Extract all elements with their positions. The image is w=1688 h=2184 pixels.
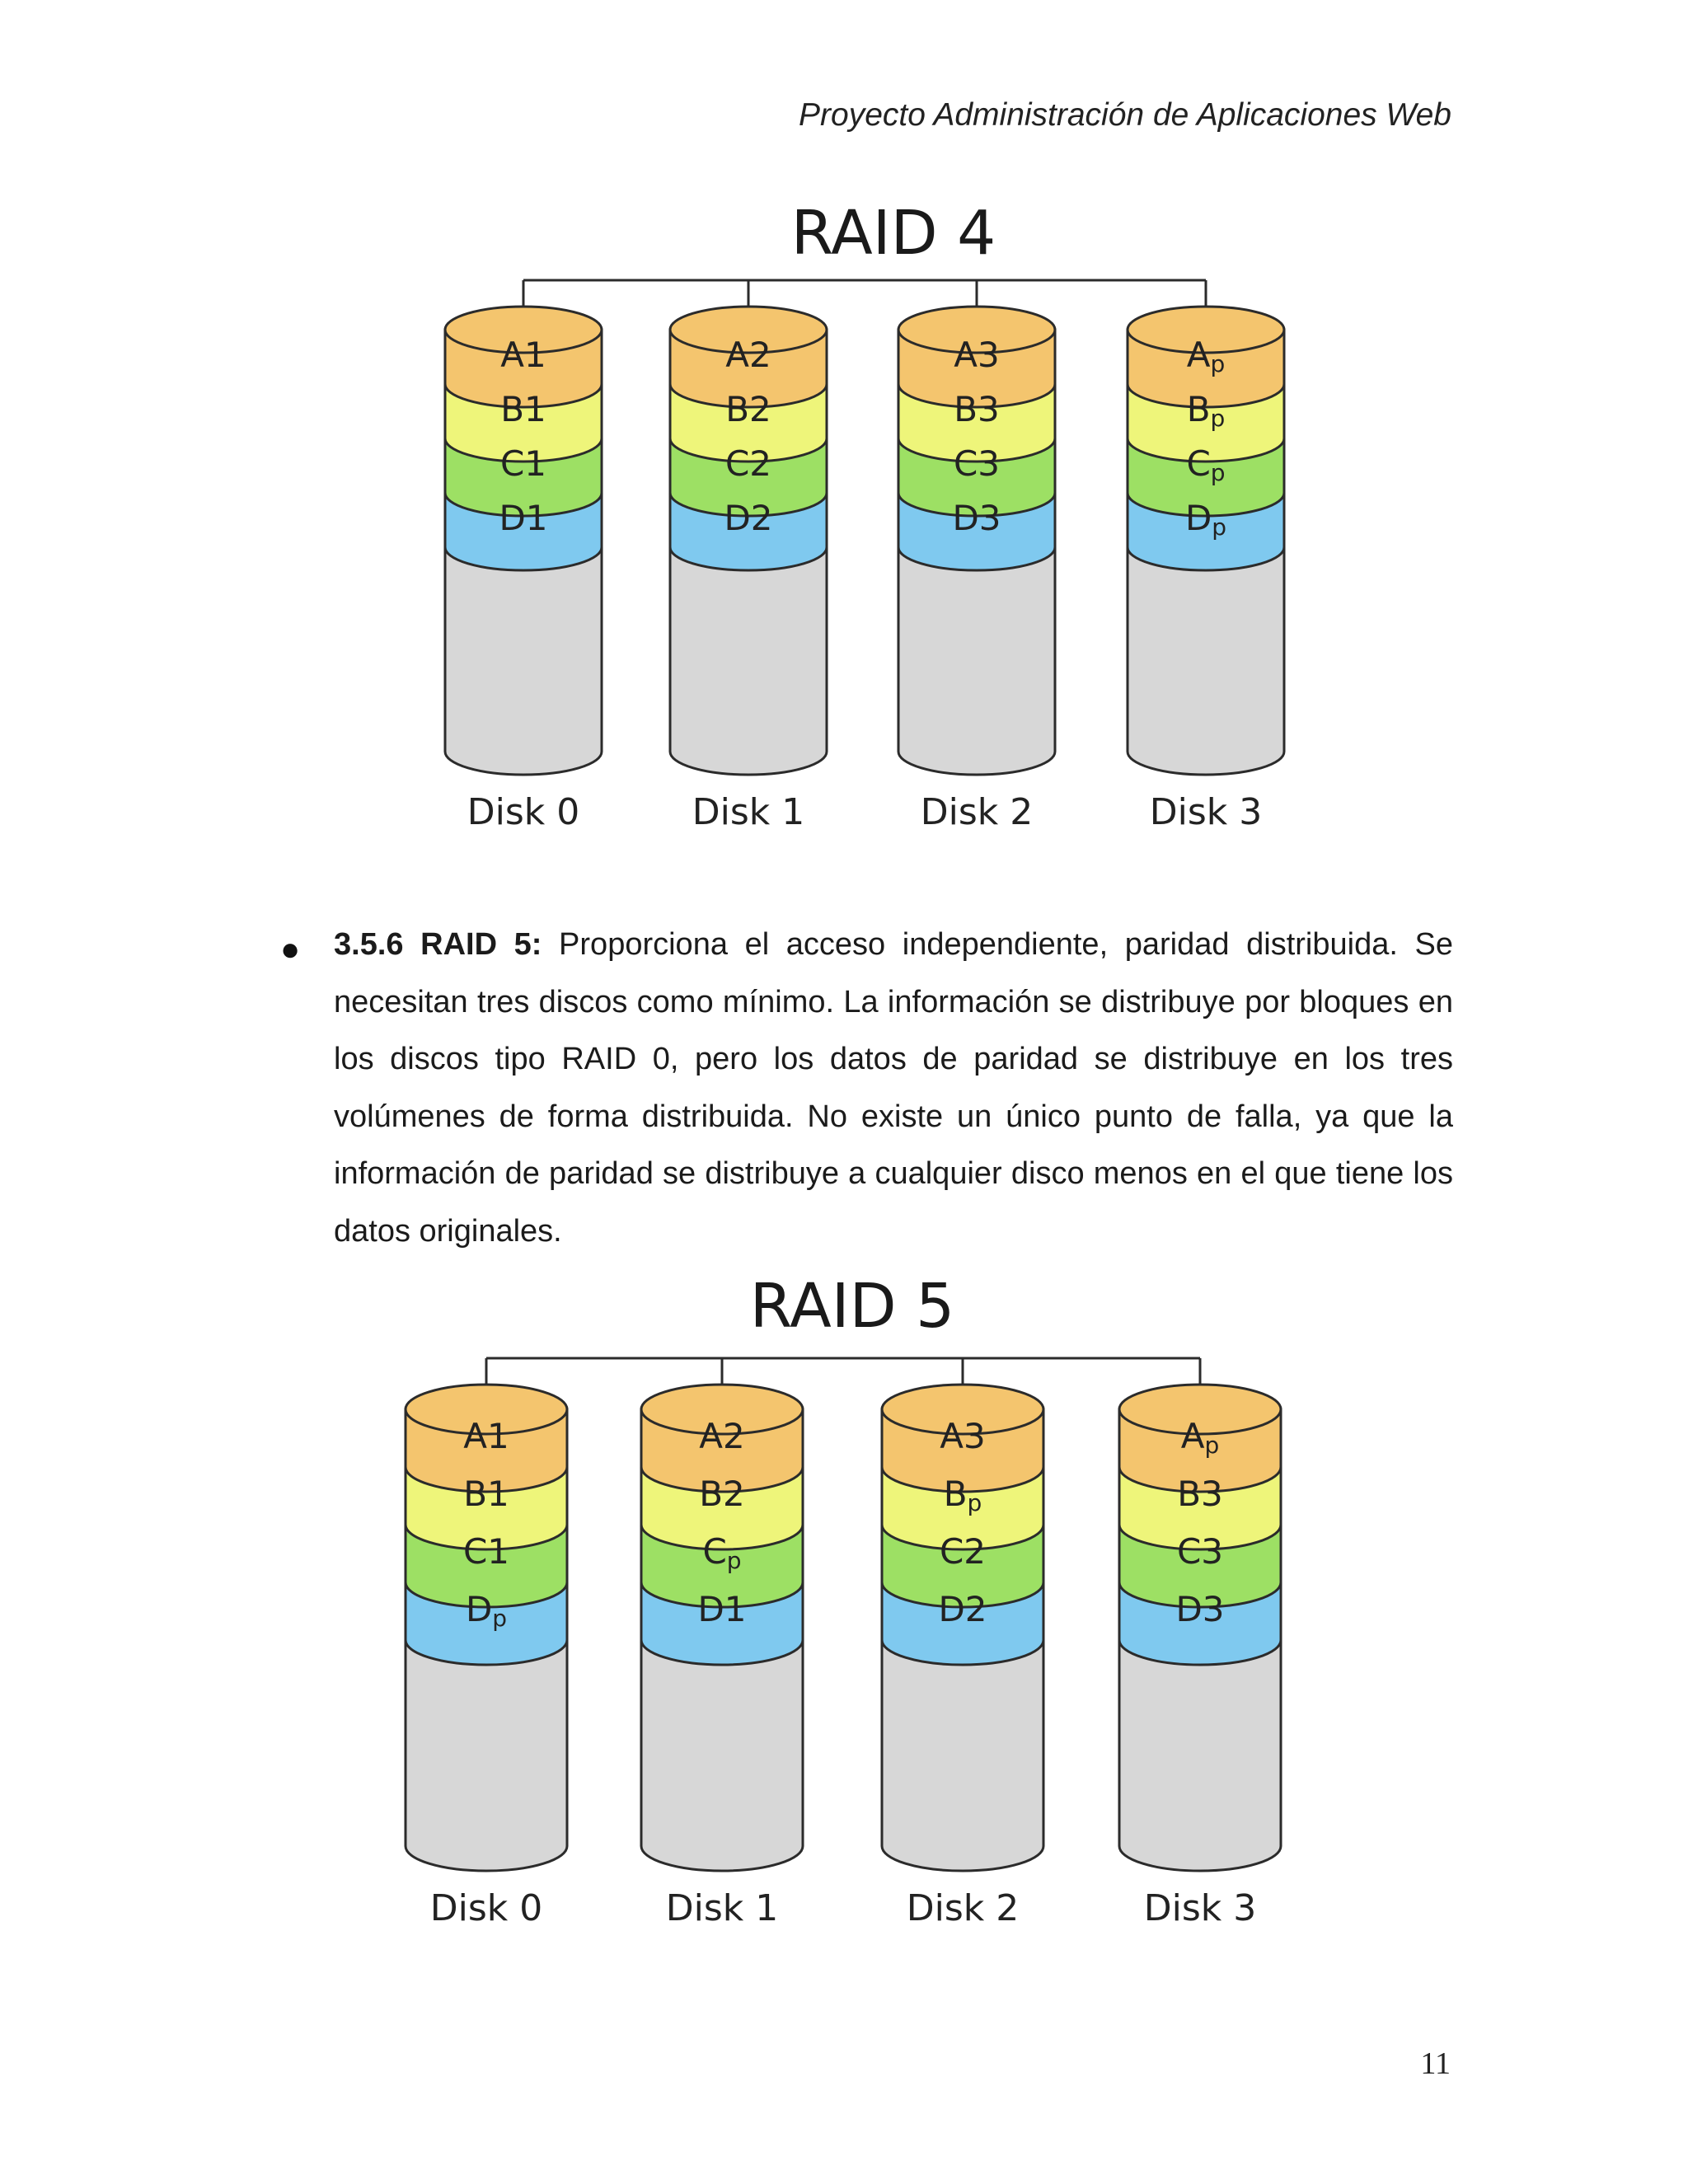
block-label: C2 bbox=[725, 443, 771, 484]
raid5-paragraph: 3.5.6 RAID 5: Proporciona el acceso inde… bbox=[334, 916, 1453, 1260]
block-label: C3 bbox=[1177, 1531, 1223, 1572]
disk-label: Disk 1 bbox=[666, 1887, 779, 1929]
disk-label: Disk 0 bbox=[430, 1887, 543, 1929]
block-label: C1 bbox=[463, 1531, 509, 1572]
block-label: D1 bbox=[697, 1589, 746, 1629]
block-label: B2 bbox=[699, 1474, 745, 1514]
raid5-title: RAID 5 bbox=[8, 1271, 1688, 1342]
block-label: B3 bbox=[1177, 1474, 1223, 1514]
block-label: A3 bbox=[954, 335, 999, 375]
block-label: D2 bbox=[938, 1589, 987, 1629]
paragraph-heading: 3.5.6 RAID 5: bbox=[334, 927, 542, 962]
page-number: 11 bbox=[1420, 2046, 1451, 2082]
page-header: Proyecto Administración de Aplicaciones … bbox=[799, 97, 1451, 134]
block-label: A2 bbox=[725, 335, 771, 375]
block-label: B1 bbox=[463, 1474, 509, 1514]
block-label: A1 bbox=[500, 335, 546, 375]
disk-label: Disk 3 bbox=[1144, 1887, 1257, 1929]
block-label: B3 bbox=[954, 389, 1000, 429]
disk-label: Disk 0 bbox=[467, 791, 580, 833]
block-label: A3 bbox=[940, 1416, 985, 1456]
raid4-title: RAID 4 bbox=[49, 198, 1688, 269]
block-label: B1 bbox=[500, 389, 546, 429]
raid4-connector bbox=[523, 280, 1206, 336]
block-label: A2 bbox=[699, 1416, 744, 1456]
disk-label: Disk 1 bbox=[692, 791, 805, 833]
block-label: C1 bbox=[500, 443, 546, 484]
block-label: D3 bbox=[1175, 1589, 1224, 1629]
disk-label: Disk 3 bbox=[1150, 791, 1263, 833]
disk-label: Disk 2 bbox=[921, 791, 1034, 833]
disk-label: Disk 2 bbox=[907, 1887, 1020, 1929]
block-label: C2 bbox=[940, 1531, 986, 1572]
block-label: D3 bbox=[952, 498, 1001, 538]
raid5-connector bbox=[486, 1358, 1200, 1416]
block-label: B2 bbox=[725, 389, 771, 429]
block-label: A1 bbox=[463, 1416, 509, 1456]
block-label: D2 bbox=[724, 498, 772, 538]
block-label: C3 bbox=[954, 443, 1000, 484]
bullet-icon: ● bbox=[280, 931, 300, 968]
block-label: D1 bbox=[499, 498, 547, 538]
paragraph-text: Proporciona el acceso independiente, par… bbox=[334, 927, 1453, 1249]
